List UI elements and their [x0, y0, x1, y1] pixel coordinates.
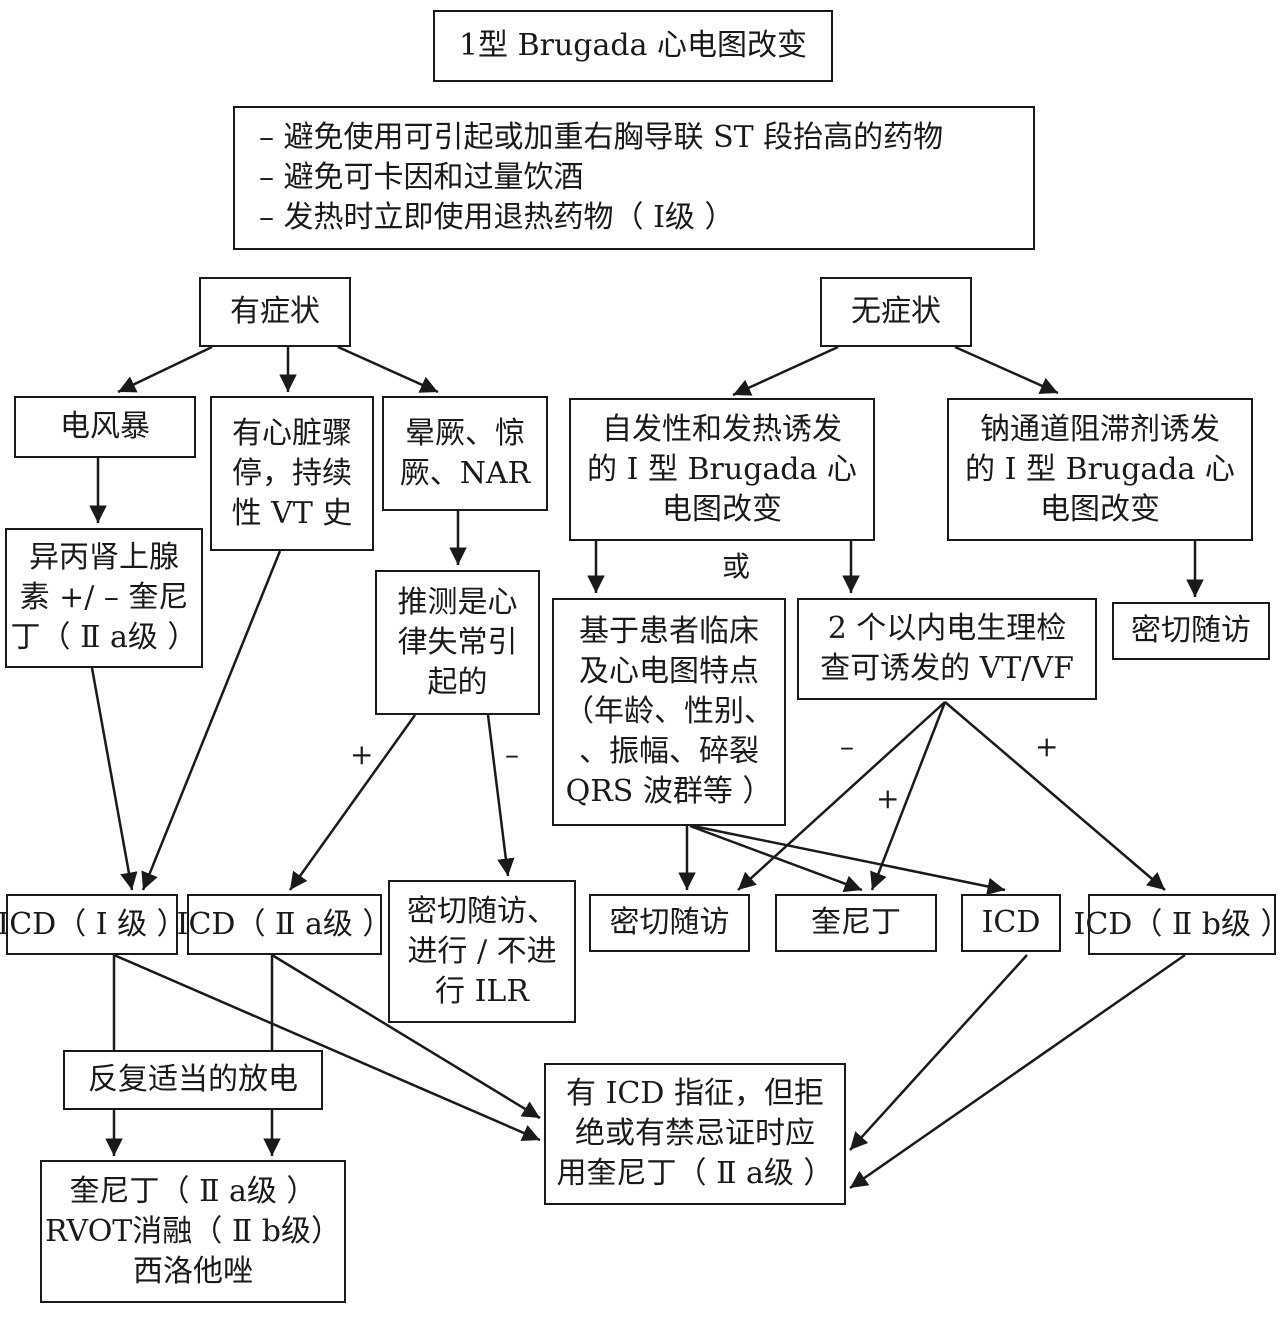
minus-label-left: –	[505, 738, 519, 771]
arrow-eps-to-quinidine	[870, 701, 947, 891]
arrow-clinical-to-quinidine	[689, 824, 863, 893]
followup-right-text: 密切随访	[1131, 613, 1251, 648]
syncope-line-1: 晕厥、惊	[405, 415, 525, 451]
general-measure-3: – 发热时立即使用退热药物（ Ⅰ级 ）	[259, 200, 735, 235]
icd-box: ICD	[961, 894, 1061, 952]
electrical-storm-text: 电风暴	[60, 409, 150, 444]
general-measures-box: – 避免使用可引起或加重右胸导联 ST 段抬高的药物 – 避免可卡因和过量饮酒 …	[233, 106, 1035, 250]
arrow-arrest-to-icd1	[141, 550, 282, 891]
followup-ilr-box: 密切随访、 进行 / 不进 行 ILR	[388, 880, 576, 1023]
or-label: 或	[722, 550, 751, 583]
arrow-asymptomatic-to-spontaneous	[732, 345, 839, 397]
general-measure-1: – 避免使用可引起或加重右胸导联 ST 段抬高的药物	[259, 120, 944, 155]
icd-class2b-box: ICD（ Ⅱ b级 ）	[1073, 894, 1280, 955]
spontaneous-ecg-box: 自发性和发热诱发 的 Ⅰ 型 Brugada 心 电图改变	[569, 398, 875, 541]
isoprenaline-line-2: 素 +/ – 奎尼	[19, 580, 189, 615]
clinical-line-1: 基于患者临床	[579, 614, 759, 649]
repeated-shocks-text: 反复适当的放电	[88, 1062, 298, 1097]
clinical-line-5: QRS 波群等 ）	[565, 774, 773, 809]
arrow-icd2b-to-refuse	[849, 953, 1186, 1190]
arrow-eps-to-followup	[737, 701, 946, 891]
followup-mid-text: 密切随访	[609, 905, 730, 940]
clinical-line-3: （年龄、性别、	[564, 694, 774, 729]
followup-right-box: 密切随访	[1112, 602, 1270, 660]
arrow-isoprenaline-to-icd1	[90, 667, 138, 891]
icd-class1-text: ICD（ Ⅰ 级 ）	[0, 906, 187, 942]
treatment-line-3: 西洛他唑	[133, 1253, 253, 1289]
arrow-icd2a-to-refuse	[271, 953, 541, 1120]
eps-line-1: 2 个以内电生理检	[827, 611, 1067, 646]
presumed-arrhythmic-box: 推测是心 律失常引 起的	[375, 570, 540, 715]
followup-mid-box: 密切随访	[589, 894, 750, 952]
spontaneous-line-2: 的 Ⅰ 型 Brugada 心	[587, 451, 857, 487]
presumed-line-3: 起的	[427, 664, 488, 700]
sodium-line-3: 电图改变	[1040, 491, 1160, 527]
electrical-storm-box: 电风暴	[14, 396, 196, 458]
icd-class2a-text: ICD（ Ⅱ a级 ）	[176, 906, 393, 942]
arrow-asymptomatic-to-sodium	[954, 345, 1059, 395]
clinical-line-2: 及心电图特点	[579, 654, 759, 689]
plus-label-left: +	[350, 738, 374, 771]
title-box: 1型 Brugada 心电图改变	[433, 10, 833, 82]
asymptomatic-text: 无症状	[851, 294, 941, 329]
syncope-line-2: 厥、NAR	[399, 455, 531, 491]
symptomatic-box: 有症状	[199, 277, 351, 347]
repeated-shocks-box: 反复适当的放电	[63, 1050, 323, 1110]
followup-ilr-line-1: 密切随访、	[407, 893, 557, 929]
asymptomatic-box: 无症状	[820, 277, 972, 347]
icd-class2b-text: ICD（ Ⅱ b级 ）	[1073, 906, 1280, 942]
refuse-contraindication-box: 有 ICD 指征，但拒 绝或有禁忌证时应 用奎尼丁（ Ⅱ a级 ）	[544, 1063, 846, 1205]
icd-text: ICD	[981, 905, 1041, 940]
symptomatic-text: 有症状	[230, 294, 320, 329]
quinidine-box: 奎尼丁	[775, 894, 937, 952]
followup-ilr-line-3: 行 ILR	[435, 973, 529, 1009]
arrow-presumed-to-icd2a	[288, 714, 417, 891]
treatment-line-1: 奎尼丁（ Ⅱ a级 ）	[69, 1173, 317, 1209]
arrest-line-2: 停，持续	[232, 455, 352, 491]
syncope-box: 晕厥、惊 厥、NAR	[382, 396, 548, 511]
arrow-presumed-to-followup-ilr	[486, 714, 515, 877]
refuse-line-3: 用奎尼丁（ Ⅱ a级 ）	[556, 1156, 834, 1191]
sodium-line-1: 钠通道阻滞剂诱发	[980, 411, 1220, 447]
presumed-line-2: 律失常引	[397, 624, 518, 660]
spontaneous-line-3: 电图改变	[662, 491, 782, 527]
arrest-line-3: 性 VT 史	[231, 495, 353, 531]
arrow-icd1-to-refuse	[113, 953, 541, 1142]
arrow-symptomatic-to-storm	[117, 345, 213, 394]
clinical-features-box: 基于患者临床 及心电图特点 （年龄、性别、 、振幅、碎裂 QRS 波群等 ）	[552, 598, 786, 826]
refuse-line-2: 绝或有禁忌证时应	[575, 1116, 815, 1151]
general-measure-2: – 避免可卡因和过量饮酒	[259, 160, 584, 195]
icd-class1-box: ICD（ Ⅰ 级 ）	[0, 894, 187, 955]
arrest-line-1: 有心脏骤	[232, 415, 352, 451]
refuse-line-1: 有 ICD 指征，但拒	[566, 1076, 824, 1111]
icd-class2a-box: ICD（ Ⅱ a级 ）	[177, 894, 392, 955]
plus-label-eps-mid: +	[876, 782, 900, 815]
isoprenaline-box: 异丙肾上腺 素 +/ – 奎尼 丁（ Ⅱ a级 ）	[5, 528, 203, 668]
spontaneous-line-1: 自发性和发热诱发	[602, 411, 842, 447]
followup-ilr-line-2: 进行 / 不进	[407, 933, 557, 969]
isoprenaline-line-3: 丁（ Ⅱ a级 ）	[10, 620, 198, 655]
title-text: 1型 Brugada 心电图改变	[458, 28, 808, 63]
treatment-box: 奎尼丁（ Ⅱ a级 ） RVOT消融（ Ⅱ b级） 西洛他唑	[40, 1160, 346, 1303]
treatment-line-2: RVOT消融（ Ⅱ b级）	[45, 1213, 341, 1249]
eps-line-2: 查可诱发的 VT/VF	[820, 651, 1074, 686]
plus-label-eps-right: +	[1035, 730, 1059, 763]
arrow-symptomatic-to-syncope	[337, 345, 439, 394]
isoprenaline-line-1: 异丙肾上腺	[29, 540, 179, 575]
arrow-eps-to-icd2b	[944, 701, 1166, 891]
minus-label-eps: –	[840, 730, 854, 763]
arrow-clinical-to-icd	[692, 824, 1006, 896]
sodium-line-2: 的 Ⅰ 型 Brugada 心	[965, 451, 1235, 487]
eps-box: 2 个以内电生理检 查可诱发的 VT/VF	[797, 598, 1097, 700]
presumed-line-1: 推测是心	[397, 584, 518, 620]
arrow-icd-to-refuse	[849, 954, 1028, 1151]
sodium-blocker-box: 钠通道阻滞剂诱发 的 Ⅰ 型 Brugada 心 电图改变	[947, 398, 1253, 541]
clinical-line-4: 、振幅、碎裂	[579, 734, 759, 769]
cardiac-arrest-box: 有心脏骤 停，持续 性 VT 史	[210, 396, 374, 551]
quinidine-text: 奎尼丁	[811, 905, 901, 940]
